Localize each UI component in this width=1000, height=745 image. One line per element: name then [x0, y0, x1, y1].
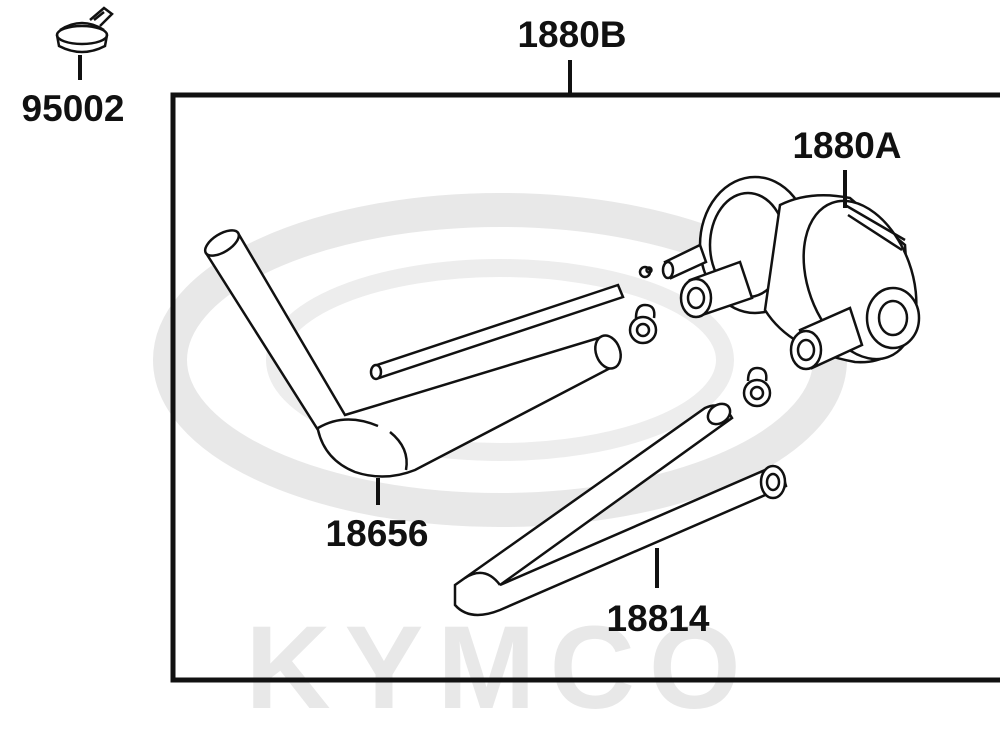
- label-1880a: 1880A: [792, 125, 901, 166]
- label-1880b: 1880B: [517, 14, 626, 55]
- spring-clip-icon: [628, 265, 772, 408]
- label-95002: 95002: [22, 88, 125, 129]
- label-18814: 18814: [607, 598, 710, 639]
- thin-tube-icon: [369, 283, 625, 381]
- label-18656: 18656: [326, 513, 429, 554]
- reed-valve-icon: [661, 175, 921, 371]
- watermark-text: KYMCO: [245, 602, 754, 734]
- hose-icon: [453, 402, 788, 617]
- hose-clamp-icon: [55, 6, 114, 54]
- assembly-frame: [170, 92, 1000, 683]
- hose-icon: [203, 229, 622, 478]
